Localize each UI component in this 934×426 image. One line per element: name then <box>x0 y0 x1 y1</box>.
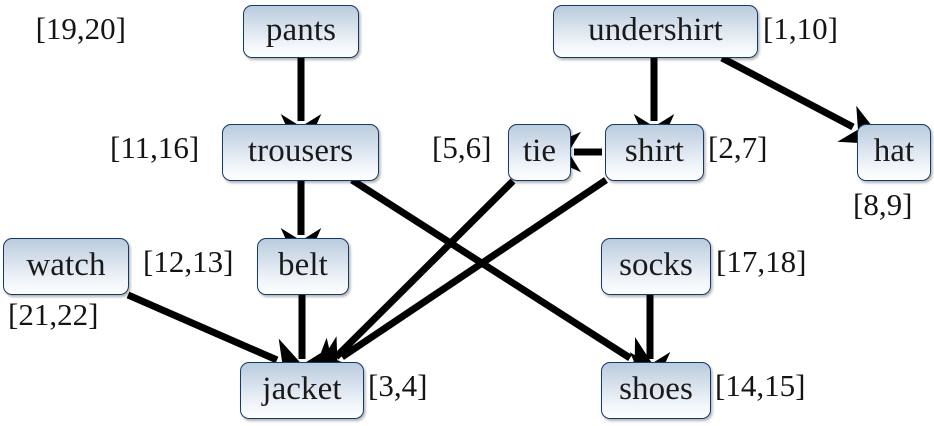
node-label-socks: socks <box>619 247 693 283</box>
node-label-undershirt: undershirt <box>588 12 723 48</box>
edge-tie-to-jacket <box>309 178 516 384</box>
node-label-jacket: jacket <box>262 371 342 407</box>
interval-label-shoes: [14,15] <box>715 368 806 403</box>
interval-label-hat: [8,9] <box>853 187 913 222</box>
node-label-hat: hat <box>873 133 915 169</box>
node-shirt[interactable]: shirt <box>605 124 704 181</box>
node-pants[interactable]: pants <box>243 5 359 58</box>
node-trousers[interactable]: trousers <box>222 124 379 181</box>
node-label-pants: pants <box>265 12 337 48</box>
node-jacket[interactable]: jacket <box>240 362 364 419</box>
node-watch[interactable]: watch <box>3 238 129 295</box>
interval-label-trousers: [11,16] <box>110 130 200 165</box>
node-label-shirt: shirt <box>624 133 685 169</box>
edge-undershirt-to-hat <box>720 54 887 145</box>
node-label-watch: watch <box>26 247 106 283</box>
interval-label-jacket: [3,4] <box>368 368 428 403</box>
edge-shirt-to-jacket <box>310 177 608 379</box>
node-undershirt[interactable]: undershirt <box>553 5 758 58</box>
interval-label-socks: [17,18] <box>716 244 807 279</box>
edge-watch-to-jacket <box>126 291 312 376</box>
node-label-belt: belt <box>278 247 328 283</box>
node-socks[interactable]: socks <box>601 238 711 295</box>
interval-label-watch: [21,22] <box>8 297 99 332</box>
node-label-shoes: shoes <box>619 371 693 407</box>
node-tie[interactable]: tie <box>508 124 571 181</box>
node-hat[interactable]: hat <box>857 124 931 181</box>
interval-label-shirt: [2,7] <box>708 130 768 165</box>
interval-label-belt: [12,13] <box>143 244 234 279</box>
node-shoes[interactable]: shoes <box>601 362 711 419</box>
node-label-tie: tie <box>522 133 557 169</box>
interval-label-undershirt: [1,10] <box>763 11 838 46</box>
interval-label-pants: [19,20] <box>35 11 126 46</box>
edges-group <box>126 54 887 397</box>
node-label-trousers: trousers <box>247 133 354 169</box>
interval-label-tie: [5,6] <box>432 130 492 165</box>
edge-trousers-to-shoes <box>350 177 662 379</box>
node-belt[interactable]: belt <box>257 238 349 295</box>
